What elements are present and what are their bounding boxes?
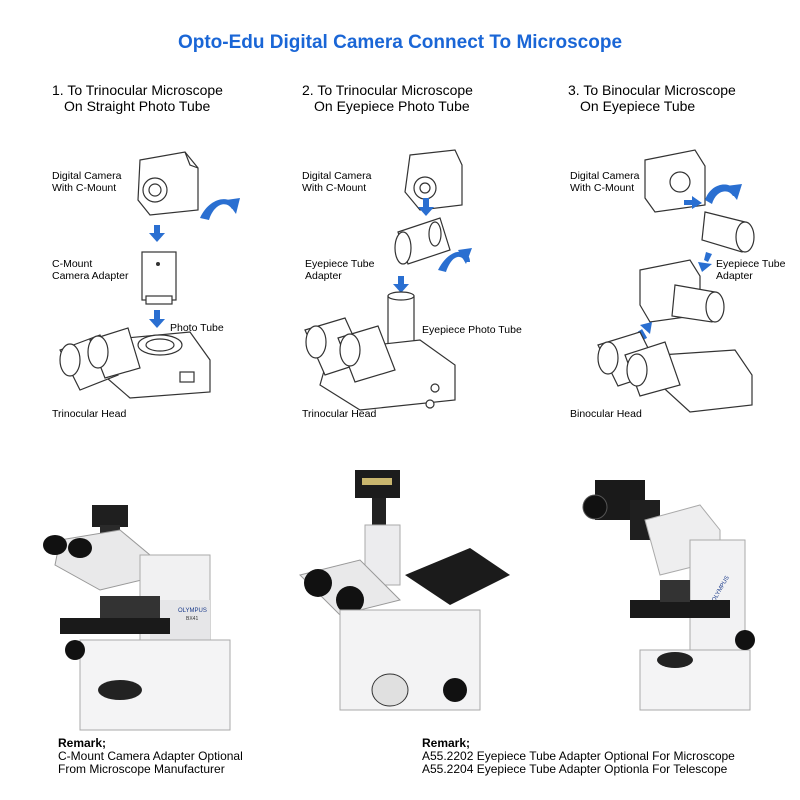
digital-camera-3 [644,149,706,213]
trinocular-head-1 [59,327,211,399]
rotate-arrow-1 [200,198,240,220]
page-title: Opto-Edu Digital Camera Connect To Micro… [177,32,623,53]
down-arrow-3 [698,252,712,272]
step-2-line2: On Eyepiece Photo Tube [314,98,470,114]
trinocular-head-2 [304,291,456,411]
camera-with-adapter-3 [639,259,725,323]
adapter-label-3-line2: Adapter [716,270,753,282]
trinocular-head-label-1: Trinocular Head [52,408,127,420]
scope-1-brand: OLYMPUS [178,608,207,614]
step-3-line2: On Eyepiece Tube [580,98,696,114]
step-1-line2: On Straight Photo Tube [64,98,211,114]
c-mount-adapter [141,251,177,305]
camera-label-1-line2: With C-Mount [52,182,117,194]
remark-right-line1: A55.2202 Eyepiece Tube Adapter Optional … [422,749,735,763]
camera-label-3-line2: With C-Mount [570,182,635,194]
camera-label-1-line1: Digital Camera [52,170,122,182]
right-arrow-3 [684,196,702,209]
down-arrow-1a [149,225,165,242]
camera-label-2: Digital Camera With C-Mount [302,170,371,194]
remark-left-line1: C-Mount Camera Adapter Optional [58,749,243,763]
adapter-label-3: Eyepiece Tube Adapter [716,258,785,282]
camera-label-2-line2: With C-Mount [302,182,367,194]
adapter-label-2-line2: Adapter [305,270,342,282]
down-arrow-1b [149,310,165,328]
remark-left-line2: From Microscope Manufacturer [58,762,225,776]
binocular-head-label-3: Binocular Head [570,408,642,420]
adapter-label-2: Eyepiece Tube Adapter [305,258,374,282]
digital-camera-1 [137,151,199,216]
rotate-arrow-2 [438,248,472,272]
trinocular-head-label-2: Trinocular Head [302,408,377,420]
remark-left: Remark; C-Mount Camera Adapter Optional … [58,737,243,776]
step-3-heading: 3. To Binocular Microscope On Eyepiece T… [568,82,736,114]
remark-right-title: Remark; [422,736,471,750]
microscope-photo-2 [299,470,510,711]
eyepiece-tube-adapter-2 [394,217,451,265]
binocular-head-3 [597,331,753,413]
scope-1-model: BX41 [186,616,198,622]
remark-right-line2: A55.2204 Eyepiece Tube Adapter Optionla … [422,762,728,776]
step-1-heading: 1. To Trinocular Microscope On Straight … [52,82,223,114]
camera-label-1: Digital Camera With C-Mount [52,170,121,194]
microscope-photo-3: OLYMPUS [582,480,755,711]
digital-camera-2 [404,149,463,211]
step-2-heading: 2. To Trinocular Microscope On Eyepiece … [302,82,473,114]
camera-label-2-line1: Digital Camera [302,170,372,182]
photo-tube-label: Photo Tube [170,322,224,334]
adapter-label-3-line1: Eyepiece Tube [716,258,786,270]
remark-right: Remark; A55.2202 Eyepiece Tube Adapter O… [422,737,735,776]
step-3-line1: 3. To Binocular Microscope [568,82,736,98]
adapter-label-1-line1: C-Mount [52,258,93,270]
microscope-photo-1: OLYMPUS BX41 [43,505,231,731]
rotate-arrow-3 [705,184,742,204]
eyepiece-photo-tube-label: Eyepiece Photo Tube [422,324,522,336]
adapter-label-1-line2: Camera Adapter [52,270,129,282]
adapter-label-2-line1: Eyepiece Tube [305,258,375,270]
down-arrow-2a [418,198,434,216]
adapter-label-1: C-Mount Camera Adapter [52,258,128,282]
eyepiece-tube-adapter-3a [701,211,755,253]
camera-label-3-line1: Digital Camera [570,170,640,182]
camera-label-3: Digital Camera With C-Mount [570,170,639,194]
step-2-line1: 2. To Trinocular Microscope [302,82,473,98]
down-arrow-2b [393,276,409,293]
remark-left-title: Remark; [58,736,107,750]
step-1-line1: 1. To Trinocular Microscope [52,82,223,98]
